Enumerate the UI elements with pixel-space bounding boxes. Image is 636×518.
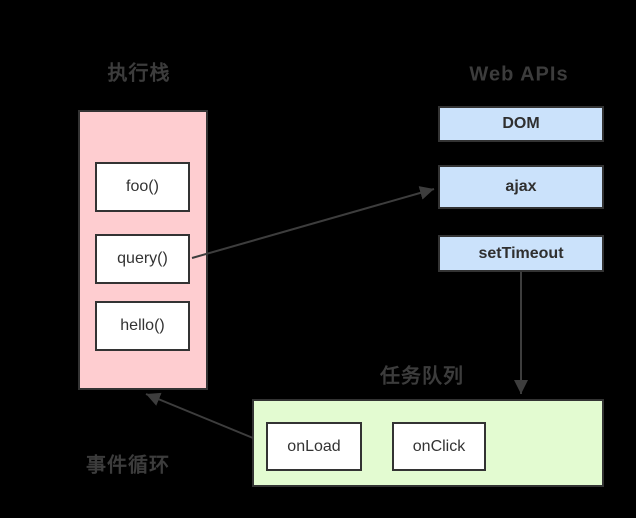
stack-frame-label: foo()	[126, 178, 159, 195]
task-label: onClick	[412, 437, 466, 455]
web-api-ajax: ajax	[438, 165, 604, 209]
web-api-dom: DOM	[438, 106, 604, 142]
web-apis-title: Web APIs	[469, 63, 569, 86]
task-label: onLoad	[287, 437, 341, 455]
execution-stack-title: 执行栈	[107, 62, 171, 85]
stack-frame-hello: hello()	[95, 301, 190, 351]
web-api-settimeout: setTimeout	[438, 235, 604, 272]
task-onclick: onClick	[392, 422, 486, 471]
web-api-label: ajax	[505, 178, 537, 195]
execution-stack-container: foo() query() hello()	[78, 110, 208, 390]
task-queue-title: 任务队列	[380, 365, 464, 388]
web-api-label: setTimeout	[478, 244, 564, 262]
stack-frame-label: query()	[117, 250, 168, 267]
stack-frame-query: query()	[95, 234, 190, 284]
web-api-label: DOM	[502, 115, 540, 132]
task-onload: onLoad	[266, 422, 362, 471]
stack-frame-label: hello()	[120, 317, 165, 334]
stack-frame-foo: foo()	[95, 162, 190, 212]
event-loop-label: 事件循环	[86, 454, 170, 477]
arrow-task-queue-to-stack	[145, 392, 254, 439]
arrow-query-to-ajax	[191, 186, 435, 259]
task-queue-container: onLoad onClick	[252, 399, 604, 487]
